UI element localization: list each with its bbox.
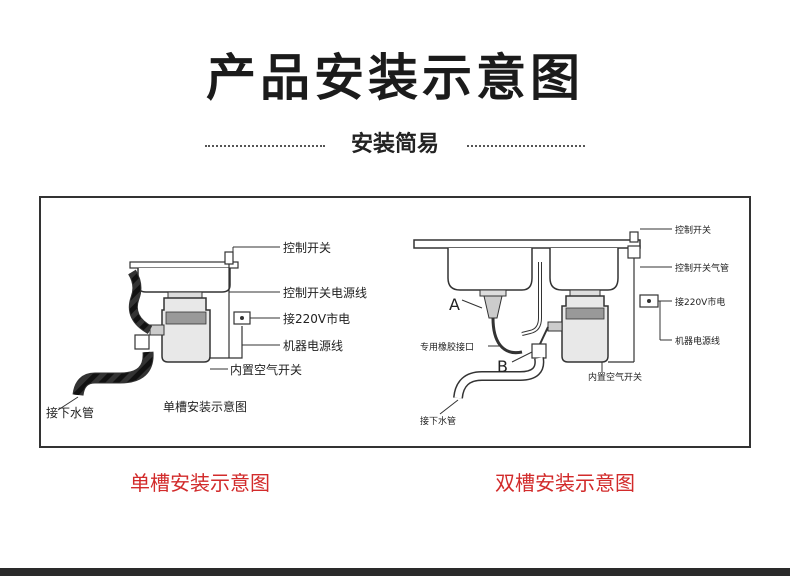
double-disposer-band <box>565 307 605 320</box>
right-label-drain: 接下水管 <box>420 415 456 427</box>
right-label-machine-power-cord: 机器电源线 <box>675 335 720 347</box>
right-label-air-tube: 控制开关气管 <box>675 262 729 274</box>
single-sink-rim <box>129 261 239 269</box>
left-diagram-name: 单槽安装示意图 <box>163 399 247 414</box>
single-fitting <box>134 334 150 350</box>
single-disposer-outlet <box>149 324 165 336</box>
double-inlet-pipe <box>521 262 541 335</box>
single-disposer-band <box>165 311 207 325</box>
single-machine-wire <box>210 326 243 359</box>
double-outlet-socket <box>647 299 651 303</box>
double-right-flange <box>569 289 601 297</box>
double-left-flange <box>479 289 507 297</box>
single-control-switch <box>224 251 234 265</box>
left-label-air-switch: 内置空气开关 <box>230 362 302 377</box>
leader-r-drain <box>439 399 459 415</box>
left-label-switch-power-cord: 控制开关电源线 <box>283 286 367 300</box>
left-label-control-switch: 控制开关 <box>283 241 331 255</box>
right-point-b: B <box>497 357 508 376</box>
page-title: 产品安装示意图 <box>206 49 584 107</box>
leader-drain <box>57 396 79 411</box>
double-control-switch <box>629 231 639 243</box>
double-right-basin <box>549 248 619 291</box>
single-sink-diagram <box>57 246 280 411</box>
single-sink-caption: 单槽安装示意图 <box>130 471 270 495</box>
double-disposer-body <box>561 295 609 363</box>
left-dotted-divider <box>205 145 325 147</box>
double-left-basin <box>447 248 533 291</box>
right-label-control-switch: 控制开关 <box>675 224 711 236</box>
subtitle-row: 安装简易 <box>205 130 585 160</box>
right-label-air-switch: 内置空气开关 <box>588 371 642 383</box>
double-sink-caption: 双槽安装示意图 <box>495 471 635 495</box>
bottom-bar <box>0 568 790 576</box>
double-countertop <box>413 239 641 249</box>
leader-r-point-b <box>511 351 533 363</box>
double-left-tailpiece <box>483 295 503 319</box>
right-label-rubber-joint: 专用橡胶接口 <box>420 341 474 353</box>
single-outlet-socket <box>240 316 244 320</box>
double-drain-pipe <box>454 357 543 399</box>
left-label-drain: 接下水管 <box>46 405 94 420</box>
single-drain-hose <box>128 270 152 334</box>
single-sink-basin <box>137 268 231 293</box>
right-dotted-divider <box>467 145 585 147</box>
double-rubber-hose <box>491 317 523 355</box>
left-label-machine-power-cord: 机器电源线 <box>283 339 343 353</box>
right-point-a: A <box>449 295 460 314</box>
leader-r-point-a <box>461 299 483 309</box>
single-flange <box>167 291 203 299</box>
page-subtitle: 安装简易 <box>350 132 439 157</box>
double-switch-base <box>627 245 641 259</box>
single-lower-pipe <box>73 351 153 396</box>
single-disposer-body <box>161 297 211 363</box>
left-label-220v: 接220V市电 <box>283 311 350 326</box>
double-outlet-link <box>539 326 549 345</box>
double-fitting-b <box>531 343 547 359</box>
double-disposer-outlet <box>547 321 563 332</box>
right-label-220v: 接220V市电 <box>675 296 725 308</box>
double-sink-diagram <box>413 228 672 415</box>
